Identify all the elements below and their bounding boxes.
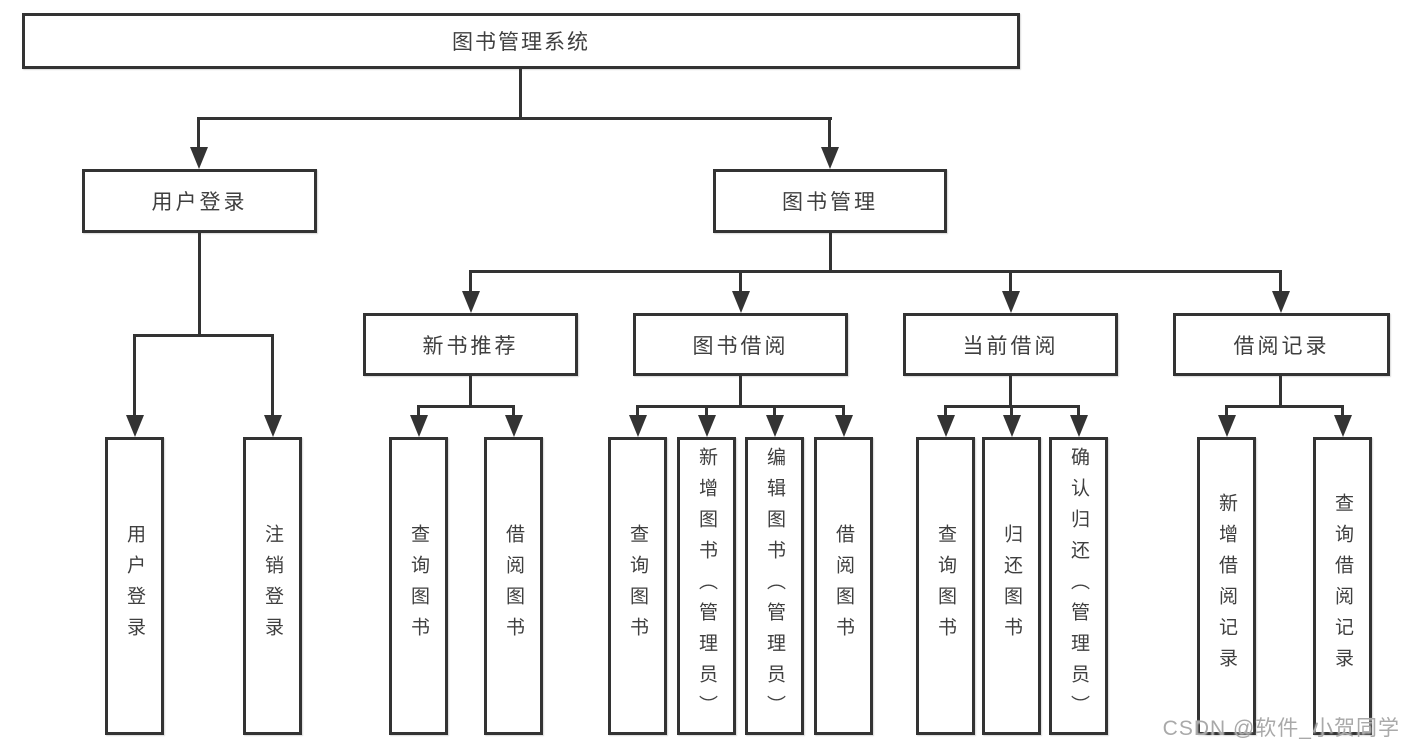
connector-arrow-down <box>936 405 955 437</box>
node-new-book-recommend: 新书推荐 <box>363 313 578 376</box>
connector-vline <box>1009 375 1012 408</box>
leaf-add-borrow-record: 新增借阅记录 <box>1197 437 1256 735</box>
connector-arrow-down <box>125 334 144 437</box>
leaf-borrow-books-recommend: 借阅图书 <box>484 437 543 735</box>
connector-arrow-down <box>1069 405 1088 437</box>
connector-arrow-down <box>263 334 282 437</box>
connector-hline <box>469 270 1282 273</box>
connector-arrow-down <box>409 405 428 437</box>
connector-vline <box>739 375 742 408</box>
leaf-borrow-books-borrowing: 借阅图书 <box>814 437 873 735</box>
leaf-user-login: 用户登录 <box>105 437 164 735</box>
leaf-query-books-recommend: 查询图书 <box>389 437 448 735</box>
connector-arrow-down <box>628 405 647 437</box>
node-borrow-records: 借阅记录 <box>1173 313 1390 376</box>
node-book-borrowing: 图书借阅 <box>633 313 848 376</box>
node-book-management: 图书管理 <box>713 169 947 233</box>
leaf-query-borrow-record: 查询借阅记录 <box>1313 437 1372 735</box>
connector-arrow-down <box>697 405 716 437</box>
connector-arrow-down <box>731 270 750 313</box>
connector-hline <box>636 405 845 408</box>
leaf-query-books-borrowing: 查询图书 <box>608 437 667 735</box>
connector-arrow-down <box>461 270 480 313</box>
connector-arrow-down <box>765 405 784 437</box>
connector-arrow-down <box>820 117 839 169</box>
connector-vline <box>198 231 201 337</box>
leaf-add-book-admin: 新增图书（管理员） <box>677 437 736 735</box>
connector-vline <box>469 375 472 408</box>
connector-hline <box>198 117 832 120</box>
connector-vline <box>519 68 522 119</box>
connector-arrow-down <box>1333 405 1352 437</box>
leaf-edit-book-admin: 编辑图书（管理员） <box>745 437 804 735</box>
connector-arrow-down <box>189 117 208 169</box>
connector-arrow-down <box>1271 270 1290 313</box>
connector-hline <box>1225 405 1344 408</box>
connector-arrow-down <box>834 405 853 437</box>
leaf-return-book: 归还图书 <box>982 437 1041 735</box>
connector-arrow-down <box>1217 405 1236 437</box>
connector-arrow-down <box>504 405 523 437</box>
connector-vline <box>829 231 832 272</box>
node-library-system: 图书管理系统 <box>22 13 1020 69</box>
connector-vline <box>1279 375 1282 408</box>
leaf-confirm-return-admin: 确认归还（管理员） <box>1049 437 1108 735</box>
connector-hline <box>417 405 515 408</box>
leaf-query-books-current: 查询图书 <box>916 437 975 735</box>
csdn-watermark: CSDN @软件_小贺同学 <box>1162 717 1400 740</box>
connector-arrow-down <box>1002 405 1021 437</box>
node-current-borrowing: 当前借阅 <box>903 313 1118 376</box>
connector-arrow-down <box>1001 270 1020 313</box>
node-user-login: 用户登录 <box>82 169 317 233</box>
leaf-logout: 注销登录 <box>243 437 302 735</box>
connector-hline <box>133 334 274 337</box>
